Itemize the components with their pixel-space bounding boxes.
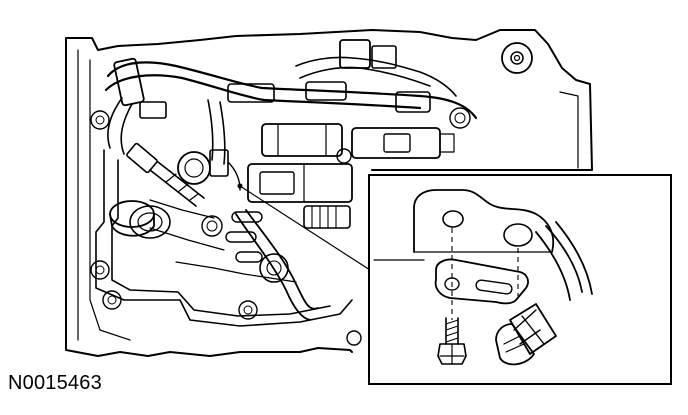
solenoid-body-lower xyxy=(247,163,353,203)
wiring-harness xyxy=(104,39,478,165)
perimeter-bolt-holes xyxy=(90,107,471,346)
housing-bolt-boss xyxy=(501,42,533,74)
housing-outline xyxy=(65,29,593,357)
accumulator-cylinder xyxy=(109,200,171,239)
callout-leader-line xyxy=(239,185,371,271)
detail-callout-box xyxy=(368,174,672,385)
solenoid-body-upper xyxy=(351,127,455,159)
main-assembly-view xyxy=(65,29,593,357)
sensor-wire-loop xyxy=(235,209,319,321)
housing-bolt xyxy=(510,51,524,65)
figure-id-label: N0015463 xyxy=(8,372,102,394)
sensor-bracket xyxy=(434,258,529,305)
plate-bolt-hole xyxy=(442,210,464,228)
mounting-bolt xyxy=(437,317,467,365)
sensor-connector-main xyxy=(126,142,241,207)
solenoid-body-bottom xyxy=(303,205,351,229)
sensor-connector-detail xyxy=(495,221,593,366)
housing-inner-edge xyxy=(77,49,579,341)
solenoid-body-middle xyxy=(261,123,343,157)
center-port xyxy=(177,151,211,185)
plate-connector-hole xyxy=(503,223,533,247)
bracket-slots-main xyxy=(225,211,263,263)
mounting-plate xyxy=(413,189,555,253)
bracket-slot xyxy=(475,279,513,295)
